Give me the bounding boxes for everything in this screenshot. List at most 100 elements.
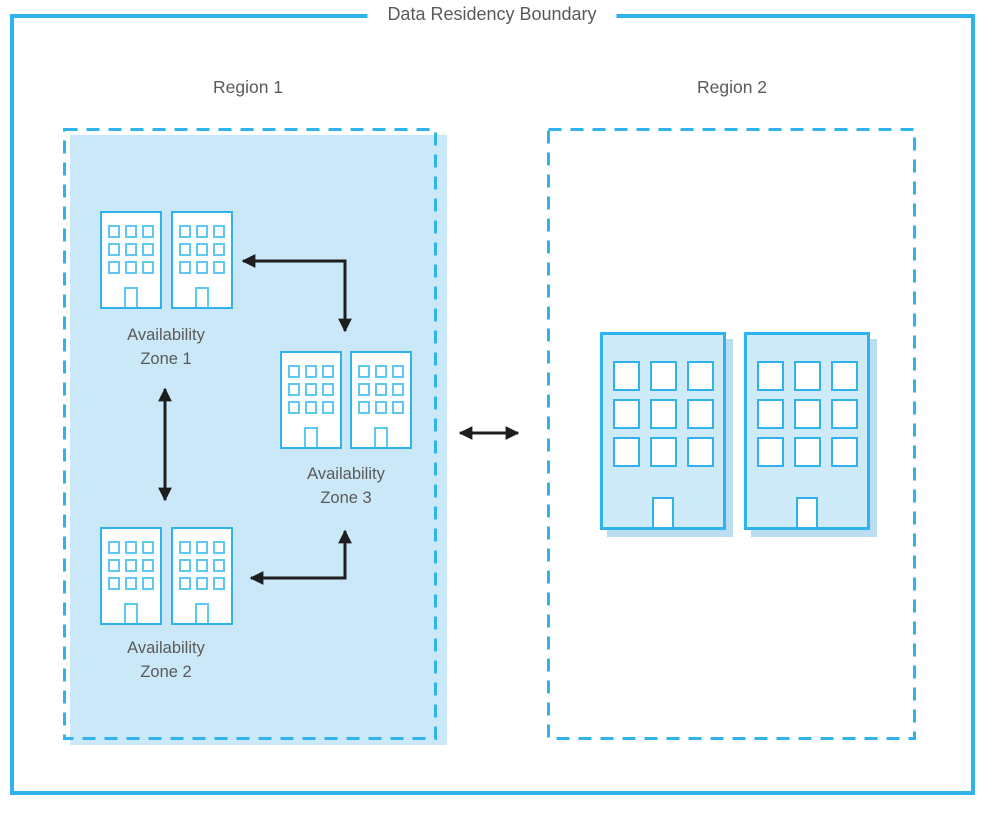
building-window [213,577,225,590]
building-window [288,365,300,378]
building-window [196,225,208,238]
building-window [793,437,821,467]
building-icon [280,351,342,449]
building-window [108,243,120,256]
building-window [392,383,404,396]
building-door [652,497,674,527]
building-window [305,365,317,378]
building-window [125,577,137,590]
zone-label-line: Zone 1 [140,350,192,368]
availability-zone-1-label: Availability Zone 1 [86,323,246,371]
availability-zone-2-label: Availability Zone 2 [86,636,246,684]
zone-label-line: Availability [127,639,205,657]
building-window [125,243,137,256]
building-window [108,225,120,238]
building-window [213,541,225,554]
building-window [830,399,858,429]
building-window [830,437,858,467]
availability-zone-3-label: Availability Zone 3 [266,462,426,510]
building-windows [603,335,723,467]
building-window [108,577,120,590]
building-window [649,437,677,467]
building-door [195,603,209,623]
building-window [649,361,677,391]
building-door [124,603,138,623]
building-window [686,399,714,429]
building-window [108,559,120,572]
building-window [179,261,191,274]
zone-label-line: Availability [307,465,385,483]
building-window [793,361,821,391]
building-window [125,541,137,554]
building-window [756,361,784,391]
building-windows [282,353,340,414]
building-window [196,577,208,590]
building-window [358,383,370,396]
building-windows [173,213,231,274]
building-window [288,401,300,414]
building-windows [102,213,160,274]
building-window [305,383,317,396]
building-window [375,383,387,396]
building-door [124,287,138,307]
building-window [213,559,225,572]
zone-label-line: Zone 2 [140,663,192,681]
building-door [304,427,318,447]
building-window [196,243,208,256]
building-window [142,261,154,274]
building-window [305,401,317,414]
building-window [756,437,784,467]
region-1-label: Region 1 [212,77,284,97]
building-window [196,559,208,572]
building-window [179,577,191,590]
building-window [108,261,120,274]
building-icon [350,351,412,449]
building-window [196,261,208,274]
building-windows [747,335,867,467]
building-window [793,399,821,429]
building-window [125,225,137,238]
building-window [322,383,334,396]
building-window [322,401,334,414]
building-window [179,243,191,256]
building-windows [352,353,410,414]
building-icon [100,211,162,309]
building-icon [100,527,162,625]
building-window [179,559,191,572]
building-window [612,399,640,429]
building-icon [171,527,233,625]
zone-label-line: Zone 3 [320,489,372,507]
building-icon [744,332,870,530]
building-window [125,261,137,274]
building-window [213,225,225,238]
building-window [322,365,334,378]
building-icon [171,211,233,309]
building-windows [173,529,231,590]
building-window [142,225,154,238]
region-2-label: Region 2 [696,77,768,97]
building-window [649,399,677,429]
building-door [374,427,388,447]
building-window [375,365,387,378]
building-window [142,577,154,590]
building-window [612,361,640,391]
building-door [195,287,209,307]
building-window [830,361,858,391]
building-window [686,437,714,467]
building-window [756,399,784,429]
building-window [179,225,191,238]
building-window [108,541,120,554]
building-window [392,365,404,378]
building-window [142,541,154,554]
building-window [125,559,137,572]
building-window [612,437,640,467]
building-window [213,261,225,274]
building-window [179,541,191,554]
building-window [358,365,370,378]
zone-label-line: Availability [127,326,205,344]
building-window [142,559,154,572]
building-window [196,541,208,554]
building-icon [600,332,726,530]
building-window [375,401,387,414]
